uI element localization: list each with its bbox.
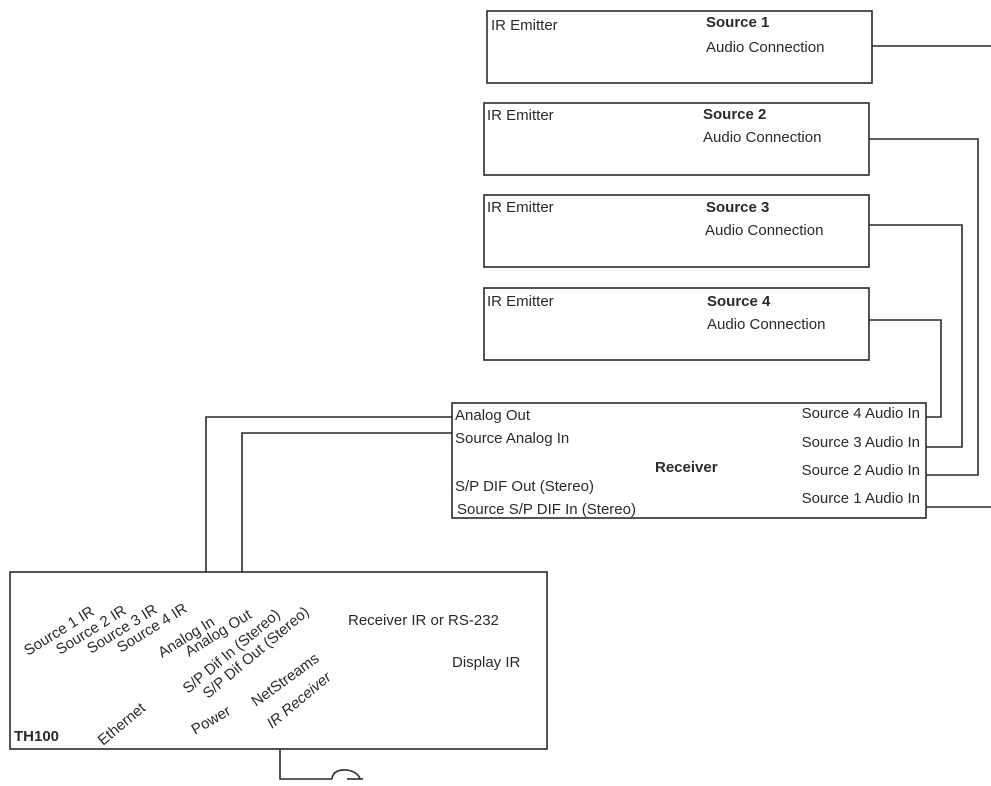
ir-receiver-connector [331,769,361,780]
receiver: Receiver Analog Out Source Analog In S/P… [455,405,920,518]
source-3-audio-label: Audio Connection [705,222,823,239]
receiver-port-source-analog-in: Source Analog In [455,430,569,447]
source-4: IR Emitter Source 4 Audio Connection [487,293,825,333]
receiver-port-source-4-audio-in: Source 4 Audio In [802,405,920,422]
source-2-ir-label: IR Emitter [487,107,554,124]
receiver-port-analog-out: Analog Out [455,407,531,424]
wire-source-4 [869,319,942,418]
source-2-audio-label: Audio Connection [703,129,821,146]
source-1-audio-label: Audio Connection [706,39,824,56]
th100: TH100 Source 1 IR Source 2 IR Source 3 I… [14,600,521,749]
receiver-port-source-2-audio-in: Source 2 Audio In [802,462,920,479]
source-3-title: Source 3 [706,199,769,216]
wire-ir-receiver [279,749,332,780]
wire-analog-in [241,432,452,572]
source-1: IR Emitter Source 1 Audio Connection [491,14,824,56]
source-2: IR Emitter Source 2 Audio Connection [487,106,821,146]
receiver-box [451,402,927,519]
wire-source-3 [869,224,963,448]
source-4-audio-label: Audio Connection [707,316,825,333]
wire-source-2 [869,138,979,476]
source-1-box [486,10,873,84]
th100-port-ethernet: Ethernet [95,699,150,749]
source-4-title: Source 4 [707,293,771,310]
source-3: IR Emitter Source 3 Audio Connection [487,199,823,239]
th100-box [9,571,548,750]
source-2-title: Source 2 [703,106,766,123]
source-1-title: Source 1 [706,14,769,31]
th100-label-receiver-ir: Receiver IR or RS-232 [348,612,499,629]
wire-analog-out [205,416,452,572]
th100-port-power: Power [189,702,234,738]
receiver-port-source-3-audio-in: Source 3 Audio In [802,434,920,451]
receiver-port-source-1-audio-in: Source 1 Audio In [802,490,920,507]
receiver-title: Receiver [655,459,718,476]
receiver-port-source-spdif-in: Source S/P DIF In (Stereo) [457,501,636,518]
receiver-port-spdif-out: S/P DIF Out (Stereo) [455,478,594,495]
source-3-ir-label: IR Emitter [487,199,554,216]
source-1-ir-label: IR Emitter [491,17,558,34]
th100-label-display-ir: Display IR [452,654,521,671]
source-4-box [483,287,870,361]
source-3-box [483,194,870,268]
source-4-ir-label: IR Emitter [487,293,554,310]
th100-title: TH100 [14,728,59,745]
